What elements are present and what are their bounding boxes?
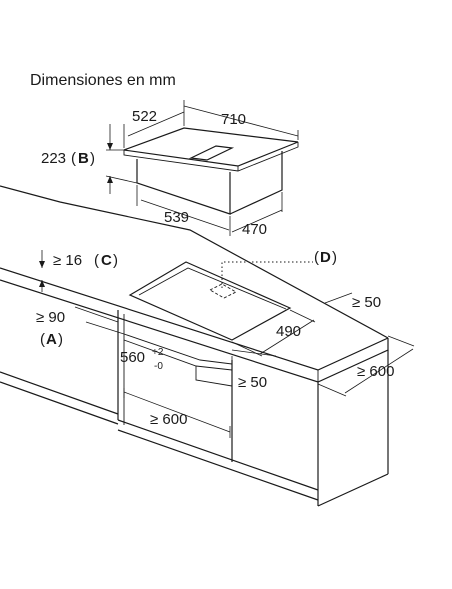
plinth-bottom	[117, 429, 319, 501]
dim-line	[231, 209, 283, 233]
paren-close: )	[332, 249, 337, 266]
ref-D-marker: ( D )	[209, 249, 337, 299]
dim-line	[127, 111, 185, 137]
cutout-inner-wall	[138, 267, 287, 310]
cutout	[128, 261, 292, 341]
paren-close: )	[58, 331, 63, 348]
label-490: 490	[276, 323, 301, 340]
dim-600-side: ≥ 600	[317, 335, 415, 397]
arrow-head	[107, 176, 113, 183]
label-539: 539	[164, 209, 189, 226]
ext-line	[317, 383, 347, 397]
dim-90: ≥ 90 ( A )	[36, 306, 119, 348]
countertop	[0, 185, 389, 383]
dim-600-front: ≥ 600	[123, 388, 231, 438]
label-710: 710	[221, 111, 246, 128]
label-470: 470	[242, 221, 267, 238]
label-50-low: ≥ 50	[238, 374, 267, 391]
dim-line	[140, 199, 230, 231]
label-16: ≥ 16	[53, 252, 82, 269]
paren-close: )	[113, 252, 118, 269]
arrow-head	[39, 280, 45, 287]
hob-body-side	[229, 151, 283, 215]
dim-line	[324, 292, 353, 304]
ref-A: A	[46, 331, 57, 348]
ext-line	[387, 335, 415, 347]
ref-C: C	[101, 252, 112, 269]
ref-B: B	[78, 150, 89, 167]
countertop-thickness	[0, 279, 389, 383]
dim-50-top: ≥ 50	[324, 292, 381, 311]
label-600-front: ≥ 600	[150, 411, 187, 428]
countertop-back-edge	[0, 185, 389, 339]
plinth-left-2	[0, 381, 119, 425]
arrow-head	[107, 143, 113, 150]
dim-line	[183, 105, 299, 137]
dim-line	[231, 349, 277, 357]
hob-body-front	[136, 159, 231, 215]
dim-16: ≥ 16 ( C )	[39, 250, 118, 292]
plinth-top	[117, 419, 319, 491]
leader-D	[221, 261, 313, 288]
label-90: ≥ 90	[36, 309, 65, 326]
dim-50-low: ≥ 50	[231, 356, 267, 391]
dim-490: 490	[231, 309, 316, 357]
ref-D: D	[320, 249, 331, 266]
hob-top	[123, 127, 299, 167]
cabinet-right-bottom	[317, 473, 389, 507]
ext-line	[231, 341, 263, 357]
dim-line	[74, 306, 119, 323]
ext-line	[105, 175, 138, 184]
dim-470: 470	[231, 192, 283, 238]
label-50-top: ≥ 50	[352, 294, 381, 311]
hob-vent	[188, 145, 235, 161]
hob-glass-edge	[123, 142, 299, 172]
cabinet	[0, 310, 389, 507]
dim-line	[123, 391, 231, 433]
cutout-outline	[128, 261, 292, 341]
label-223: 223	[41, 150, 66, 167]
paren-open: (	[40, 331, 45, 348]
paren-close: )	[90, 150, 95, 167]
title: Dimensiones en mm	[30, 72, 176, 89]
dim-710: 710	[183, 105, 299, 140]
dim-line	[344, 348, 414, 394]
paren-open: (	[94, 252, 99, 269]
hob-unit	[123, 127, 299, 215]
dim-223: 223 ( B )	[41, 124, 138, 194]
dim-line	[259, 319, 315, 355]
arrow-head	[39, 261, 45, 268]
label-600-side: ≥ 600	[357, 363, 394, 380]
plinth-left	[0, 371, 119, 415]
label-560-tol-minus: -0	[154, 361, 163, 372]
label-560: 560	[120, 349, 145, 366]
cabinet-back-panel	[195, 366, 233, 387]
ext-line	[289, 309, 316, 323]
paren-open: (	[71, 150, 76, 167]
label-522: 522	[132, 108, 157, 125]
cabinet-rail	[123, 333, 233, 365]
dim-539: 539	[136, 185, 231, 236]
dim-522: 522	[123, 100, 185, 148]
paren-open: (	[314, 249, 319, 266]
